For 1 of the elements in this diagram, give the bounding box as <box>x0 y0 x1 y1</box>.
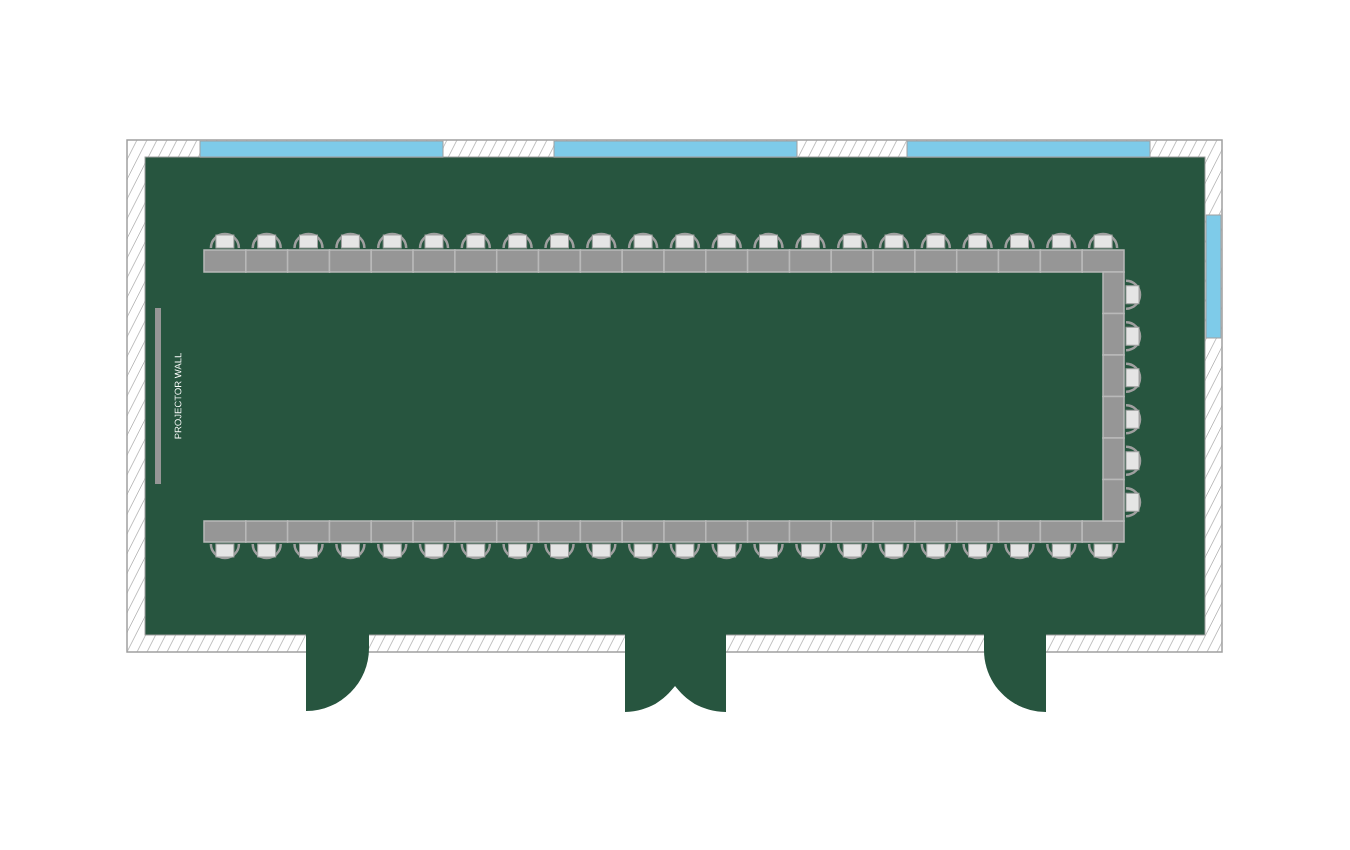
wall-label: PROJECTOR WALL <box>174 353 182 439</box>
